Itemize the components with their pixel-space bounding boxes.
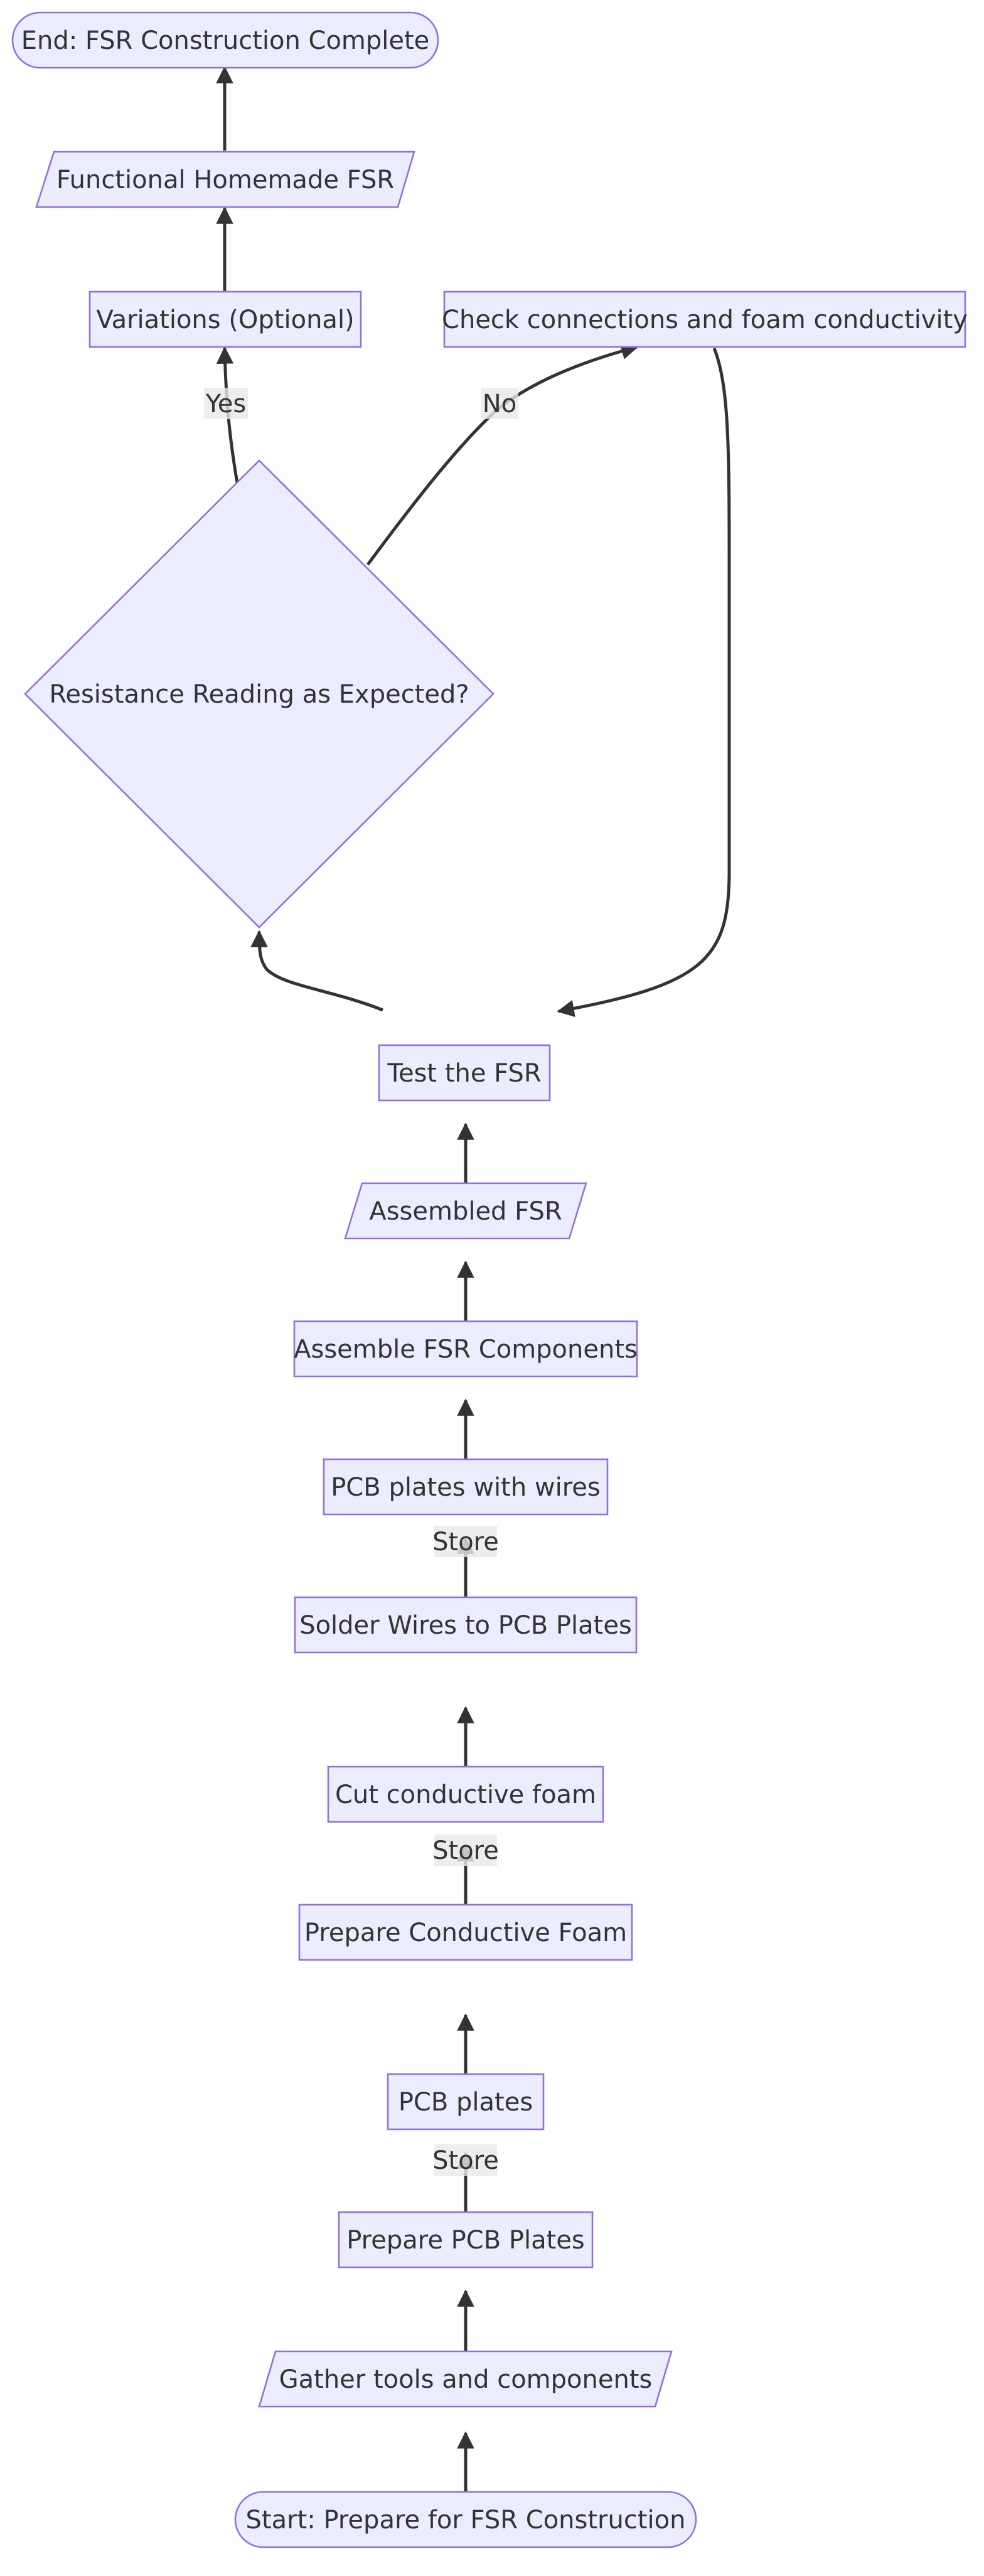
node-assembled-label: Assembled FSR xyxy=(369,1197,562,1226)
node-prepare-pcb-label: Prepare PCB Plates xyxy=(346,2226,584,2255)
node-end-label: End: FSR Construction Complete xyxy=(21,26,430,55)
node-variations-label: Variations (Optional) xyxy=(96,306,354,334)
edge-label-store-wires: Store xyxy=(432,1526,499,1557)
node-check-label: Check connections and foam conductivity xyxy=(442,306,968,334)
node-test[interactable]: Test the FSR xyxy=(378,1044,551,1102)
node-pcb-wires[interactable]: PCB plates with wires xyxy=(323,1458,609,1516)
node-assemble[interactable]: Assemble FSR Components xyxy=(293,1320,638,1378)
node-test-label: Test the FSR xyxy=(387,1059,541,1088)
node-start-label: Start: Prepare for FSR Construction xyxy=(246,2506,686,2535)
edge-label-store-pcb-text: Store xyxy=(432,2146,499,2175)
edge-labels: Store Store Store Yes No xyxy=(204,388,518,2176)
edge-label-yes-text: Yes xyxy=(205,390,247,418)
node-prepare-pcb[interactable]: Prepare PCB Plates xyxy=(338,2211,594,2269)
edge-decision-no-to-check xyxy=(366,343,639,566)
node-functional[interactable]: Functional Homemade FSR xyxy=(35,151,415,208)
node-gather-label: Gather tools and components xyxy=(279,2365,653,2394)
node-cut-foam-label: Cut conductive foam xyxy=(335,1780,596,1809)
node-cut-foam[interactable]: Cut conductive foam xyxy=(327,1765,604,1823)
edge-label-yes: Yes xyxy=(204,388,248,419)
node-check[interactable]: Check connections and foam conductivity xyxy=(442,290,968,348)
node-solder[interactable]: Solder Wires to PCB Plates xyxy=(294,1596,638,1654)
node-decision-label: Resistance Reading as Expected? xyxy=(49,680,469,709)
node-decision[interactable]: Resistance Reading as Expected? xyxy=(24,459,495,929)
edge-label-store-wires-text: Store xyxy=(432,1528,499,1557)
node-solder-label: Solder Wires to PCB Plates xyxy=(299,1611,632,1640)
node-gather[interactable]: Gather tools and components xyxy=(258,2350,673,2408)
node-functional-label: Functional Homemade FSR xyxy=(56,166,394,194)
edge-label-no-text: No xyxy=(483,390,516,418)
edge-label-store-foam: Store xyxy=(432,1834,499,1866)
node-pcb-plates[interactable]: PCB plates xyxy=(387,2073,545,2131)
node-variations[interactable]: Variations (Optional) xyxy=(88,290,362,348)
edge-label-store-foam-text: Store xyxy=(432,1836,499,1865)
node-prepare-foam[interactable]: Prepare Conductive Foam xyxy=(298,1903,633,1961)
node-pcb-plates-label: PCB plates xyxy=(398,2088,533,2117)
edge-test-to-decision xyxy=(250,930,383,1012)
node-end[interactable]: End: FSR Construction Complete xyxy=(11,11,439,69)
nodes: Start: Prepare for FSR Construction Gath… xyxy=(11,11,968,2548)
edge-label-store-pcb: Store xyxy=(432,2144,499,2176)
node-assemble-label: Assemble FSR Components xyxy=(294,1335,638,1364)
edge-label-no: No xyxy=(481,388,518,419)
node-pcb-wires-label: PCB plates with wires xyxy=(331,1473,601,1502)
node-assembled[interactable]: Assembled FSR xyxy=(344,1182,587,1240)
node-start[interactable]: Start: Prepare for FSR Construction xyxy=(234,2491,697,2548)
edge-check-to-test xyxy=(557,348,731,1018)
node-prepare-foam-label: Prepare Conductive Foam xyxy=(304,1919,627,1947)
edge-decision-yes-to-variations xyxy=(216,346,239,484)
